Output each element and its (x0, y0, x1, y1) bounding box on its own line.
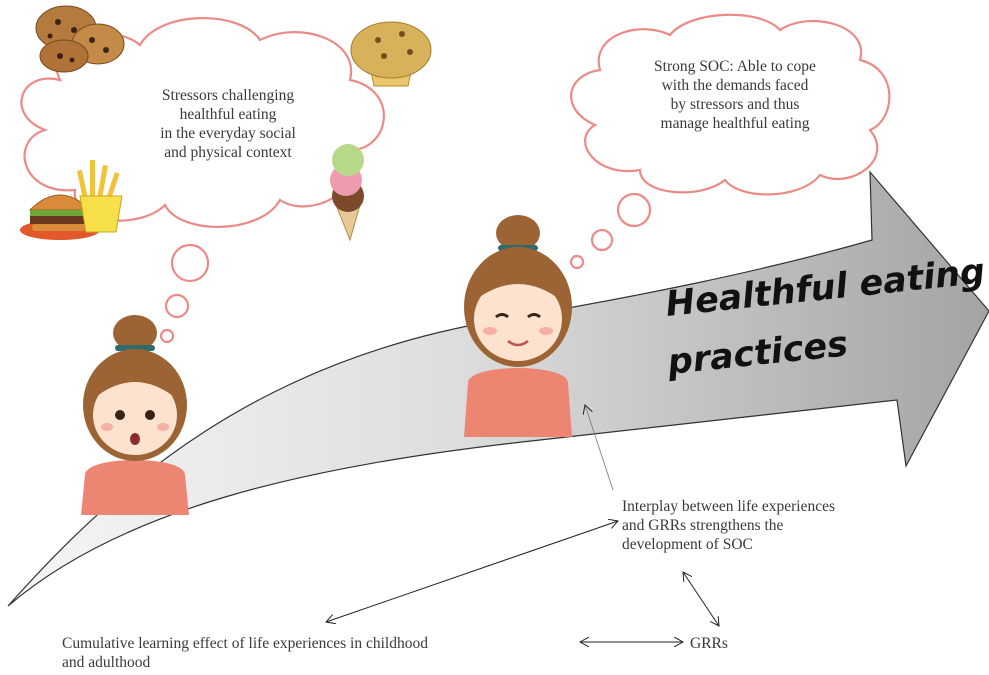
cumulative-text: Cumulative learning effect of life exper… (62, 634, 582, 672)
soc-thought-bubble (569, 13, 891, 270)
interplay-to-woman-arrow (585, 405, 614, 491)
cookies-icon (35, 5, 125, 73)
ice-cream-icon (330, 144, 364, 242)
soc-line-4: manage healthful eating (660, 115, 810, 132)
stressors-bubble-text: Stressors challenging healthful eating i… (128, 86, 328, 162)
grrs-label: GRRs (690, 635, 728, 652)
stressors-line-4: and physical context (164, 144, 292, 161)
muffin-icon (350, 21, 432, 87)
interplay-line-1: Interplay between life experiences (622, 498, 836, 515)
soc-line-1: Strong SOC: Able to cope (654, 58, 816, 75)
stressors-thought-bubble (20, 17, 385, 344)
cumulative-interplay-arrow (326, 521, 618, 622)
soc-line-2: with the demands faced (661, 77, 809, 94)
woman-smiling-icon (464, 215, 572, 437)
soc-line-3: by stressors and thus (670, 96, 800, 113)
woman-surprised-icon (81, 315, 189, 515)
soc-bubble-text: Strong SOC: Able to cope with the demand… (620, 57, 850, 133)
stressors-line-1: Stressors challenging (161, 87, 295, 104)
interplay-line-3: development of SOC (622, 536, 753, 553)
stressors-line-2: healthful eating (179, 106, 277, 123)
cumulative-line-2: and adulthood (62, 654, 151, 671)
cumulative-line-1: Cumulative learning effect of life exper… (62, 635, 428, 652)
interplay-text: Interplay between life experiences and G… (622, 497, 912, 554)
grrs-interplay-arrow (683, 572, 719, 626)
burger-icon (20, 194, 100, 240)
interplay-line-2: and GRRs strengthens the (622, 517, 784, 534)
fries-icon (76, 160, 123, 233)
stressors-line-3: in the everyday social (160, 125, 296, 142)
